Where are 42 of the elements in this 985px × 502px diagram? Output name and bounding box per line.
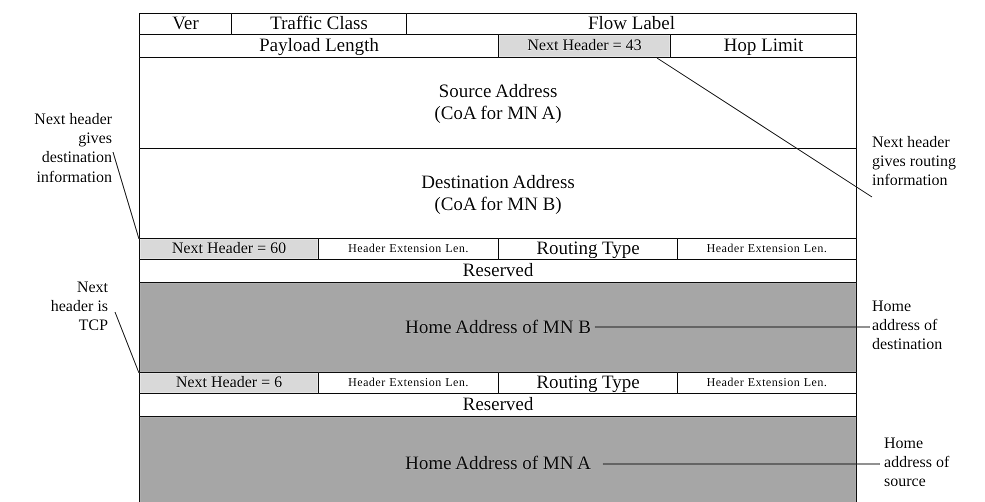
- field-label: (CoA for MN B): [434, 194, 562, 216]
- header-field: [498, 34, 671, 58]
- field-label: Header Extension Len.: [348, 242, 469, 256]
- field-label: Hop Limit: [724, 35, 804, 57]
- field-label: Next Header = 43: [527, 36, 642, 56]
- header-field: [139, 393, 857, 417]
- leader-line: [594, 326, 870, 328]
- field-label: Source Address: [438, 81, 558, 103]
- address-field: [139, 57, 857, 149]
- field-label: Reserved: [462, 260, 534, 282]
- header-field: [406, 13, 857, 35]
- field-label: Routing Type: [536, 238, 640, 260]
- field-label: Home Address of MN B: [405, 316, 591, 338]
- field-label: Reserved: [462, 394, 534, 416]
- field-label: Header Extension Len.: [348, 376, 469, 390]
- annotation-text: Next header gives destination information: [14, 110, 112, 187]
- field-label: Destination Address: [421, 172, 575, 194]
- field-label: Ver: [172, 13, 199, 35]
- annotation-text: Next header is TCP: [40, 278, 108, 336]
- annotation-text: Home address of source: [884, 434, 964, 492]
- field-label: Flow Label: [588, 13, 676, 35]
- field-label: Traffic Class: [270, 13, 368, 35]
- header-field: [139, 259, 857, 283]
- field-label: Payload Length: [259, 35, 379, 57]
- field-label: Next Header = 60: [172, 240, 286, 258]
- field-label: Next Header = 6: [176, 374, 282, 392]
- address-field: [139, 416, 857, 502]
- field-label: Routing Type: [536, 372, 640, 394]
- annotation-text: Home address of destination: [872, 297, 960, 355]
- header-field: [139, 238, 319, 260]
- leader-line: [112, 152, 140, 240]
- header-field: [139, 372, 319, 394]
- header-field: [139, 13, 232, 35]
- field-label: Header Extension Len.: [706, 376, 828, 390]
- field-label: Home Address of MN A: [405, 453, 591, 475]
- address-field: [139, 282, 857, 373]
- annotation-text: Next header gives routing information: [872, 133, 964, 191]
- field-label: Header Extension Len.: [706, 242, 828, 256]
- field-label: (CoA for MN A): [434, 103, 562, 125]
- address-field: [139, 148, 857, 239]
- leader-line: [656, 58, 872, 198]
- leader-line: [114, 312, 140, 374]
